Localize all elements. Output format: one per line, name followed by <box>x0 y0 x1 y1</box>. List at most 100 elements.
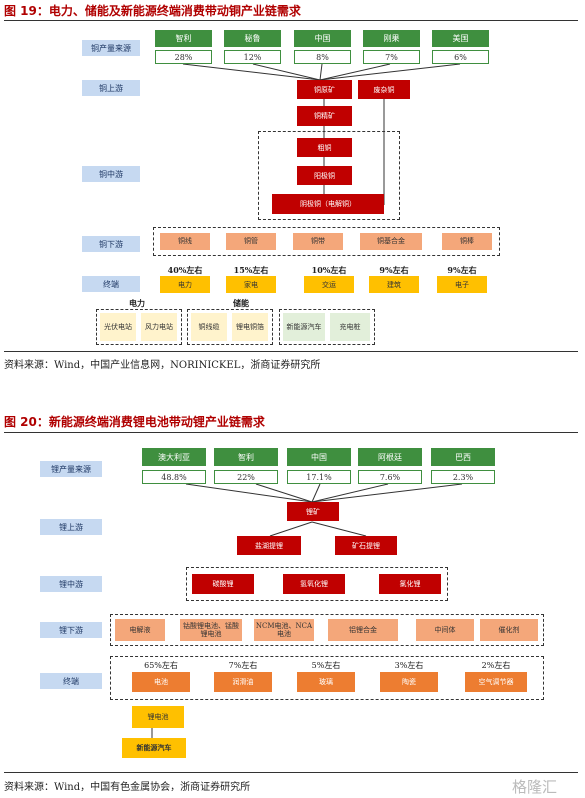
terminal-share: 65%左右 <box>144 660 178 670</box>
storage-group <box>187 309 273 345</box>
terminal-box: 空气调节器 <box>465 672 527 692</box>
terminal-share: 9%左右 <box>379 264 409 275</box>
midstream-item: 氢氧化锂 <box>283 574 345 594</box>
country-share: 28% <box>155 50 212 64</box>
downstream-item: 铝锂合金 <box>328 619 398 641</box>
downstream-group <box>110 614 544 646</box>
copper-ore-box: 铜原矿 <box>297 80 352 99</box>
row-label-downstream: 锂下游 <box>40 622 102 638</box>
terminal-box: 陶瓷 <box>380 672 438 692</box>
row-label-upstream: 锂上游 <box>40 519 102 535</box>
lithium-mine-box: 锂矿 <box>287 502 339 521</box>
row-label-downstream: 铜下游 <box>82 236 140 252</box>
storage-item: 锂电铜箔 <box>232 313 268 341</box>
terminal-share: 5%左右 <box>311 660 341 670</box>
country-box: 巴西 <box>431 448 495 466</box>
row-label-upstream: 铜上游 <box>82 80 140 96</box>
terminal-share: 7%左右 <box>228 660 258 670</box>
downstream-item: 铜带 <box>293 233 343 250</box>
anode-copper-box: 阳极铜 <box>297 166 352 185</box>
country-share: 48.8% <box>142 470 206 484</box>
country-share: 7% <box>363 50 420 64</box>
downstream-item: NCM电池、NCA电池 <box>254 619 314 641</box>
transport-item: 新能源汽车 <box>283 313 325 341</box>
terminal-share: 10%左右 <box>311 264 347 275</box>
country-share: 6% <box>432 50 489 64</box>
country-share: 2.3% <box>431 470 495 484</box>
copper-concentrate-box: 铜精矿 <box>297 106 352 126</box>
downstream-item: 催化剂 <box>480 619 538 641</box>
lithium-battery-box: 锂电池 <box>132 706 184 728</box>
terminal-share: 9%左右 <box>447 264 477 275</box>
source-rule <box>4 351 578 352</box>
country-box: 刚果 <box>363 30 420 47</box>
row-label-midstream: 锂中游 <box>40 576 102 592</box>
midstream-item: 碳酸锂 <box>192 574 254 594</box>
row-label-production: 铜产量来源 <box>82 40 140 56</box>
cathode-copper-box: 阴极铜（电解铜） <box>272 194 384 214</box>
transport-item: 充电桩 <box>330 313 370 341</box>
downstream-item: 电解液 <box>115 619 165 641</box>
scrap-copper-box: 废杂铜 <box>358 80 410 99</box>
downstream-item: 中间体 <box>416 619 474 641</box>
country-share: 17.1% <box>287 470 351 484</box>
terminal-group <box>110 656 544 700</box>
figure-20-title: 图 20：新能源终端消费锂电池带动锂产业链需求 <box>4 415 265 429</box>
country-share: 7.6% <box>358 470 422 484</box>
country-share: 8% <box>294 50 351 64</box>
sublabel-storage: 储能 <box>233 297 249 308</box>
terminal-box: 电力 <box>160 276 210 293</box>
country-box: 澳大利亚 <box>142 448 206 466</box>
terminal-share: 3%左右 <box>394 660 424 670</box>
title-rule <box>4 432 578 433</box>
row-label-midstream: 铜中游 <box>82 166 140 182</box>
downstream-item: 铜基合金 <box>360 233 422 250</box>
terminal-box: 电池 <box>132 672 190 692</box>
terminal-box: 润滑油 <box>214 672 272 692</box>
terminal-box: 玻璃 <box>297 672 355 692</box>
row-label-terminal: 终端 <box>40 673 102 689</box>
power-item: 光伏电站 <box>100 313 136 341</box>
country-box: 秘鲁 <box>224 30 281 47</box>
country-box: 美国 <box>432 30 489 47</box>
storage-item: 铜线缆 <box>191 313 227 341</box>
midstream-group <box>258 131 400 220</box>
midstream-item: 氯化锂 <box>379 574 441 594</box>
crude-copper-box: 粗铜 <box>297 138 352 157</box>
country-box: 智利 <box>155 30 212 47</box>
terminal-share: 40%左右 <box>167 264 203 275</box>
downstream-group <box>153 227 500 256</box>
row-label-terminal: 终端 <box>82 276 140 292</box>
country-box: 智利 <box>214 448 278 466</box>
terminal-box: 交运 <box>304 276 354 293</box>
terminal-share: 15%左右 <box>233 264 269 275</box>
title-rule <box>4 20 578 21</box>
figure-19-source: 资料来源：Wind，中国产业信息网，NORINICKEL，浙商证券研究所 <box>4 360 321 371</box>
terminal-box: 建筑 <box>369 276 419 293</box>
transport-group <box>279 309 375 345</box>
sublabel-power: 电力 <box>129 297 145 308</box>
country-box: 阿根廷 <box>358 448 422 466</box>
terminal-box: 家电 <box>226 276 276 293</box>
midstream-group <box>186 567 448 601</box>
downstream-item: 铜棒 <box>442 233 492 250</box>
country-share: 22% <box>214 470 278 484</box>
figure-20-source: 资料来源：Wind，中国有色金属协会，浙商证券研究所 <box>4 782 251 793</box>
country-share: 12% <box>224 50 281 64</box>
downstream-item: 铜管 <box>226 233 276 250</box>
downstream-item: 钴酸锂电池、锰酸锂电池 <box>180 619 242 641</box>
row-label-production: 锂产量来源 <box>40 461 102 477</box>
salt-lake-box: 盐湖提锂 <box>237 536 301 555</box>
new-energy-vehicle-box: 新能源汽车 <box>122 738 186 758</box>
terminal-box: 电子 <box>437 276 487 293</box>
terminal-share: 2%左右 <box>481 660 511 670</box>
ore-extraction-box: 矿石提锂 <box>335 536 397 555</box>
country-box: 中国 <box>294 30 351 47</box>
watermark-logo: 格隆汇 <box>512 778 558 796</box>
power-group <box>96 309 182 345</box>
power-item: 风力电站 <box>141 313 177 341</box>
downstream-item: 铜线 <box>160 233 210 250</box>
country-box: 中国 <box>287 448 351 466</box>
figure-19-title: 图 19：电力、储能及新能源终端消费带动铜产业链需求 <box>4 4 301 18</box>
